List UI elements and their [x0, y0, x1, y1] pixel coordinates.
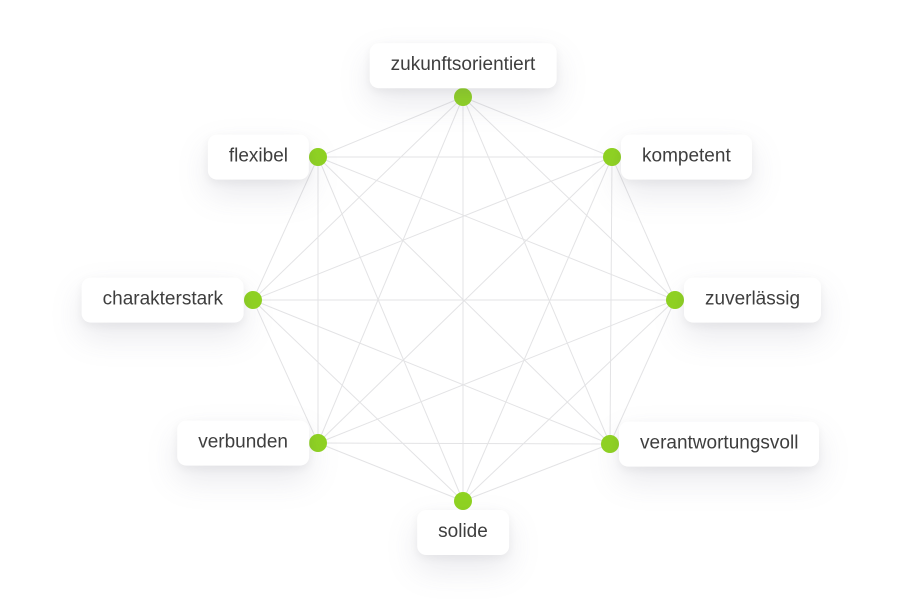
- node-label-solide: solide: [438, 521, 488, 542]
- node-dot-verbunden: [309, 434, 327, 452]
- node-dot-verantwortungsvoll: [601, 435, 619, 453]
- edge-verantwortungsvoll-flexibel: [317, 156, 611, 445]
- node-dot-kompetent: [603, 148, 621, 166]
- node-label-verantwortungsvoll: verantwortungsvoll: [640, 432, 799, 454]
- edge-zukunftsorientiert-verbunden: [317, 96, 464, 444]
- node-card-charakterstark: charakterstark: [81, 277, 244, 323]
- edge-solide-charakterstark: [252, 299, 464, 502]
- edge-kompetent-charakterstark: [252, 156, 613, 301]
- node-label-zuverlaessig: zuverlässig: [705, 288, 801, 310]
- node-label-zukunftsorientiert: zukunftsorientiert: [390, 54, 536, 76]
- node-label-verbunden: verbunden: [198, 431, 288, 453]
- node-dot-solide: [454, 492, 472, 510]
- node-label-charakterstark: charakterstark: [102, 288, 223, 310]
- node-card-solide: solide: [417, 510, 509, 555]
- edge-zuverlaessig-flexibel: [317, 156, 676, 301]
- edge-solide-flexibel: [317, 156, 464, 502]
- node-label-flexibel: flexibel: [228, 145, 288, 167]
- node-dot-zukunftsorientiert: [454, 88, 472, 106]
- edge-verantwortungsvoll-charakterstark: [252, 299, 611, 445]
- edge-kompetent-zuverlaessig: [611, 156, 676, 301]
- edge-zukunftsorientiert-charakterstark: [252, 96, 464, 301]
- edge-zukunftsorientiert-kompetent: [462, 96, 613, 158]
- edge-solide-verbunden: [317, 442, 464, 502]
- node-dot-charakterstark: [244, 291, 262, 309]
- edge-verantwortungsvoll-verbunden: [317, 442, 611, 445]
- edge-verantwortungsvoll-solide: [462, 443, 611, 502]
- edge-charakterstark-flexibel: [252, 156, 319, 301]
- node-label-kompetent: kompetent: [642, 145, 731, 167]
- node-card-verantwortungsvoll: verantwortungsvoll: [619, 421, 820, 467]
- node-dot-flexibel: [309, 148, 327, 166]
- edge-zukunftsorientiert-flexibel: [317, 96, 464, 158]
- edge-zuverlaessig-verantwortungsvoll: [609, 299, 676, 445]
- node-dot-zuverlaessig: [666, 291, 684, 309]
- edge-zukunftsorientiert-verantwortungsvoll: [462, 96, 611, 445]
- node-card-verbunden: verbunden: [177, 420, 309, 466]
- node-card-zuverlaessig: zuverlässig: [684, 277, 822, 323]
- edge-zuverlaessig-solide: [462, 299, 676, 502]
- node-card-zukunftsorientiert: zukunftsorientiert: [369, 43, 557, 88]
- edge-verbunden-charakterstark: [252, 299, 319, 444]
- node-card-flexibel: flexibel: [207, 134, 309, 180]
- edge-kompetent-solide: [462, 156, 613, 502]
- edge-zuverlaessig-verbunden: [317, 299, 676, 444]
- node-card-kompetent: kompetent: [621, 134, 752, 180]
